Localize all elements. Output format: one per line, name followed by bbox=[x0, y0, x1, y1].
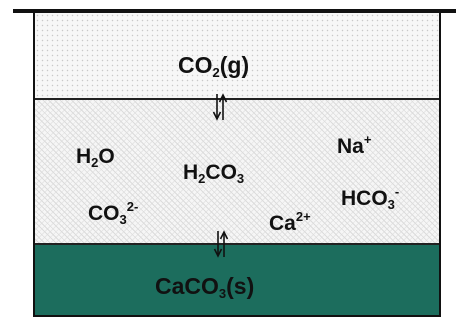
carbonic-acid-h: H bbox=[183, 161, 199, 184]
carbonic-acid-sub1: 2 bbox=[198, 171, 206, 186]
co2-gas-label: CO2(g) bbox=[178, 52, 250, 80]
carbonate-main: CO bbox=[88, 202, 120, 225]
caco3-subscript: 3 bbox=[218, 286, 227, 301]
water-main: H bbox=[76, 145, 92, 168]
calcium-ion-label: Ca2+ bbox=[269, 210, 311, 234]
co2-subscript: 2 bbox=[212, 65, 220, 80]
bicarbonate-ion-label: HCO3- bbox=[341, 185, 399, 211]
sodium-charge: + bbox=[363, 132, 372, 147]
container-top-rule bbox=[13, 9, 456, 13]
equilibrium-arrows-icon bbox=[212, 93, 228, 121]
carbonic-acid-sub2: 3 bbox=[236, 171, 245, 186]
gas-phase-layer bbox=[35, 13, 439, 99]
calcium-charge: 2+ bbox=[295, 209, 311, 224]
equilibrium-arrows-icon bbox=[213, 230, 229, 258]
carbonate-ion-label: CO32- bbox=[88, 200, 138, 226]
bicarbonate-charge: - bbox=[394, 184, 400, 199]
co2-main: CO bbox=[178, 52, 213, 78]
water-tail: O bbox=[98, 145, 115, 168]
water-label: H2O bbox=[76, 146, 115, 169]
calcium-carbonate-solid-label: CaCO3(s) bbox=[155, 273, 255, 301]
co2-state: (g) bbox=[219, 52, 250, 78]
aqueous-solid-boundary bbox=[35, 243, 439, 245]
water-subscript: 2 bbox=[91, 155, 99, 170]
carbonate-charge: 2- bbox=[126, 199, 139, 214]
solid-phase-layer bbox=[35, 244, 439, 315]
carbonic-acid-label: H2CO3 bbox=[183, 162, 244, 185]
vessel bbox=[33, 13, 441, 317]
bicarbonate-subscript: 3 bbox=[387, 197, 395, 212]
carbonic-acid-co: CO bbox=[205, 161, 237, 184]
sodium-ion-label: Na+ bbox=[337, 133, 371, 157]
caco3-main: CaCO bbox=[155, 273, 219, 299]
aqueous-phase-layer bbox=[35, 99, 439, 244]
caco3-state: (s) bbox=[226, 273, 255, 299]
gas-aqueous-boundary bbox=[35, 98, 439, 100]
calcium-main: Ca bbox=[269, 212, 296, 235]
sodium-main: Na bbox=[337, 135, 364, 158]
carbonate-subscript: 3 bbox=[119, 212, 127, 227]
bicarbonate-main: HCO bbox=[341, 187, 388, 210]
